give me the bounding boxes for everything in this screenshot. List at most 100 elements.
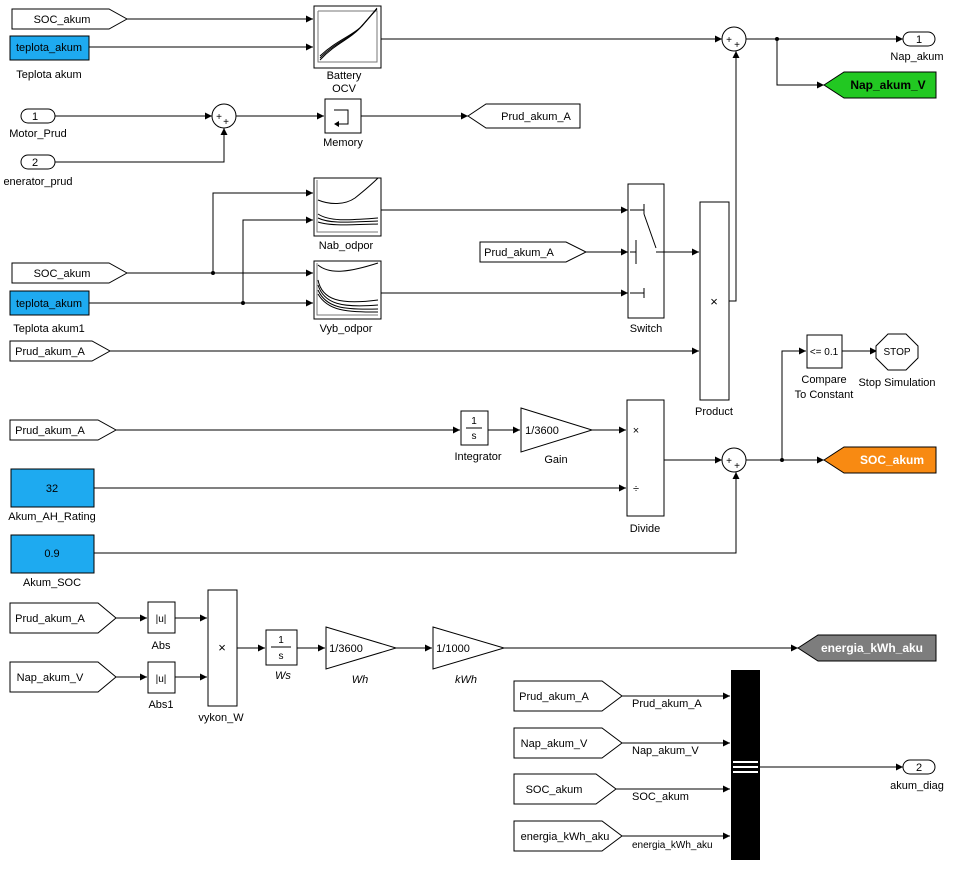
wire-socinit-to-sum[interactable]	[94, 472, 740, 554]
from-block-prud-switch[interactable]: Prud_akum_A	[479, 241, 588, 263]
goto-block-energia[interactable]: energia_kWh_aku	[797, 634, 937, 662]
from-block-soc-mid[interactable]: SOC_akum	[11, 262, 129, 284]
from-label: Prud_akum_A	[15, 613, 85, 625]
block-label: Wh	[352, 674, 369, 686]
goto-block-nap-akum-v[interactable]: Nap_akum_V	[823, 71, 937, 99]
switch-block[interactable]: Switch	[627, 183, 665, 335]
wire-product-to-sum[interactable]	[729, 51, 740, 302]
stop-simulation[interactable]: STOP Stop Simulation	[858, 333, 936, 389]
wire-sum-to-compare[interactable]	[781, 347, 806, 460]
port-number: 2	[32, 157, 38, 169]
goto-block-prud-akum[interactable]: Prud_akum_A	[467, 103, 581, 129]
from-block-prud-product[interactable]: Prud_akum_A	[9, 340, 112, 362]
signal-label: Nap_akum_V	[632, 745, 699, 757]
kwh-gain-block[interactable]: 1/1000 kWh	[432, 626, 506, 686]
from-block-prud-integrator[interactable]: Prud_akum_A	[9, 419, 118, 441]
wire-generator-to-sum[interactable]	[55, 128, 228, 163]
goto-label: SOC_akum	[860, 453, 924, 467]
from-block-soc-top[interactable]: SOC_akum	[11, 8, 129, 30]
port-number: 1	[32, 111, 38, 123]
multiply-icon: ×	[633, 425, 639, 437]
from-label: SOC_akum	[526, 784, 583, 796]
constant-label: Teplota akum	[16, 69, 81, 81]
wire-soc-to-nab[interactable]	[212, 189, 313, 273]
abs-value: |u|	[156, 614, 167, 625]
divide-block[interactable]: × ÷ Divide	[626, 399, 665, 535]
port-number: 1	[916, 34, 922, 46]
ws-integrator-block[interactable]: 1 s Ws	[265, 629, 298, 682]
constant-value: 0.9	[44, 548, 59, 560]
block-label: Gain	[544, 454, 567, 466]
sum-block-motor-generator[interactable]: + +	[211, 103, 237, 129]
from-block-nap-mux[interactable]: Nap_akum_V	[513, 727, 623, 759]
abs-value: |u|	[156, 674, 167, 685]
svg-text:+: +	[216, 112, 222, 123]
from-label: Prud_akum_A	[484, 247, 554, 259]
constant-label: Teplota akum1	[13, 323, 85, 335]
inport-generator-prud[interactable]: 2 enerator_prud	[3, 154, 73, 188]
integrator-block[interactable]: 1 s Integrator	[454, 410, 502, 463]
block-label: Divide	[630, 523, 661, 535]
port-label: Motor_Prud	[9, 128, 66, 140]
from-block-prud-mux[interactable]: Prud_akum_A	[513, 680, 623, 712]
signal-label: SOC_akum	[632, 791, 689, 803]
from-label: Nap_akum_V	[17, 672, 84, 684]
block-label: OCV	[332, 83, 357, 95]
goto-block-soc-akum[interactable]: SOC_akum	[823, 446, 937, 474]
from-label: energia_kWh_aku	[521, 831, 610, 843]
from-label: Prud_akum_A	[15, 346, 85, 358]
tf-numerator: 1	[471, 416, 477, 427]
tf-denominator: s	[279, 651, 284, 662]
from-label: Prud_akum_A	[519, 691, 589, 703]
wire-sum-to-goto-nap[interactable]	[776, 39, 824, 89]
from-label: SOC_akum	[34, 14, 91, 26]
outport-nap-akum[interactable]: 1 Nap_akum	[890, 31, 944, 63]
abs1-block[interactable]: |u| Abs1	[147, 661, 176, 711]
constant-label: Akum_AH_Rating	[8, 511, 95, 523]
svg-text:+: +	[726, 35, 732, 46]
memory-block[interactable]: Memory	[323, 98, 363, 149]
multiply-icon: ×	[710, 294, 718, 309]
block-label: Battery	[327, 70, 362, 82]
from-label: SOC_akum	[34, 268, 91, 280]
constant-value: teplota_akum	[16, 298, 82, 310]
gain-value: 1/1000	[436, 643, 470, 655]
block-label: Ws	[275, 670, 291, 682]
wire-teplota-to-nab[interactable]	[242, 216, 313, 303]
port-number: 2	[916, 762, 922, 774]
constant-teplota-akum1[interactable]: teplota_akum Teplota akum1	[9, 290, 90, 335]
gain-value: 1/3600	[525, 425, 559, 437]
battery-ocv-lookup[interactable]: Battery OCV	[313, 5, 382, 95]
vykon-product-block[interactable]: × vykon_W	[198, 589, 244, 724]
block-label: vykon_W	[198, 712, 244, 724]
from-block-energia-mux[interactable]: energia_kWh_aku	[513, 820, 623, 852]
outport-akum-diag[interactable]: 2 akum_diag	[890, 759, 944, 792]
block-label: Vyb_odpor	[320, 323, 373, 335]
from-block-soc-mux[interactable]: SOC_akum	[513, 773, 617, 805]
from-block-nap-abs[interactable]: Nap_akum_V	[9, 661, 117, 693]
abs-block[interactable]: |u| Abs	[147, 601, 176, 652]
sum-block-voltage[interactable]: + +	[721, 26, 747, 52]
vyb-odpor-lookup[interactable]: Vyb_odpor	[313, 260, 382, 335]
signal-label: energia_kWh_aku	[632, 840, 713, 851]
constant-teplota-akum[interactable]: teplota_akum Teplota akum	[9, 35, 90, 81]
product-block[interactable]: × Product	[695, 201, 733, 418]
block-label: Abs	[152, 640, 171, 652]
mux-block[interactable]	[731, 670, 760, 860]
wh-gain-block[interactable]: 1/3600 Wh	[325, 626, 398, 686]
port-label: enerator_prud	[3, 176, 72, 188]
nab-odpor-lookup[interactable]: Nab_odpor	[313, 177, 382, 252]
compare-to-constant[interactable]: <= 0.1 Compare To Constant	[795, 334, 854, 401]
gain-block[interactable]: 1/3600 Gain	[520, 407, 594, 466]
sum-block-soc[interactable]: + +	[721, 447, 747, 473]
inport-motor-prud[interactable]: 1 Motor_Prud	[9, 108, 67, 140]
stop-icon: STOP	[883, 347, 910, 358]
constant-akum-ah-rating[interactable]: 32 Akum_AH_Rating	[8, 468, 96, 523]
svg-text:+: +	[726, 456, 732, 467]
constant-akum-soc[interactable]: 0.9 Akum_SOC	[10, 534, 95, 589]
divide-icon: ÷	[633, 483, 639, 495]
from-block-prud-abs[interactable]: Prud_akum_A	[9, 602, 117, 634]
compare-value: <= 0.1	[810, 347, 839, 358]
block-label: Memory	[323, 137, 363, 149]
svg-text:+: +	[734, 40, 740, 51]
